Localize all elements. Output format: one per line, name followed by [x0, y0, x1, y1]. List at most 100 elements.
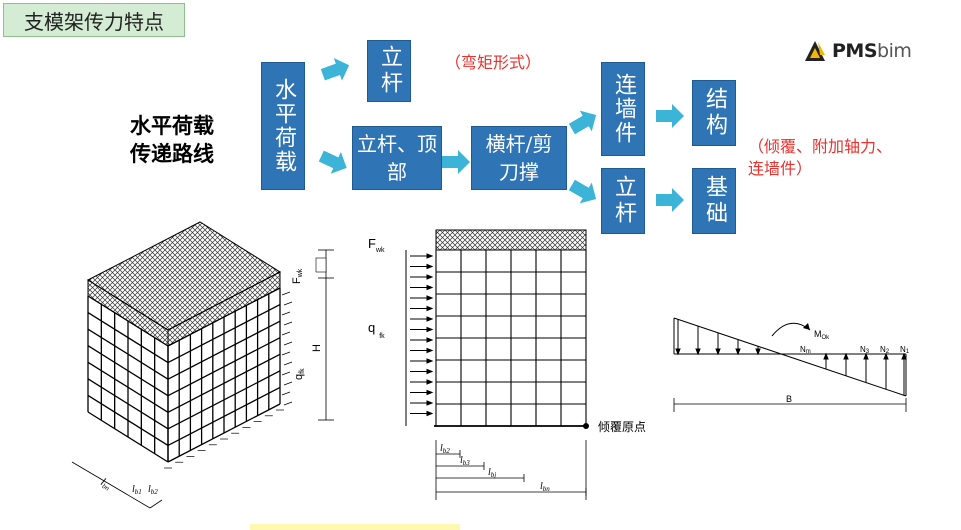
overturn-point-label: 倾覆原点 — [598, 420, 646, 434]
right-down-arrowhead — [715, 348, 721, 356]
left-frame-beam — [87, 312, 169, 364]
right-up-arrowhead — [901, 352, 907, 360]
left-wind-arrow — [281, 391, 291, 396]
note-overturn-line1: （倾覆、附加轴力、 — [748, 137, 893, 156]
box-foundation-text: 基础 — [702, 175, 727, 227]
mid-load-arrowhead — [426, 305, 434, 312]
right-up-arrowhead — [843, 352, 849, 360]
logo-triangle-icon — [805, 41, 825, 61]
mid-load-arrowhead — [426, 358, 434, 364]
left-dim-b1: lb1 — [132, 484, 142, 496]
box-pole-top-text: 立杆 — [377, 45, 402, 97]
bottom-highlight-bar — [250, 524, 460, 530]
box-structure: 结构 — [692, 80, 736, 146]
left-wind-arrow — [283, 401, 293, 406]
left-frame-beam — [87, 378, 169, 430]
right-n-label: Nm — [800, 345, 811, 355]
mid-dim-label: lb3 — [460, 455, 470, 467]
note-overturn-line2: 连墙件） — [748, 159, 813, 178]
overturn-point-dot — [583, 423, 589, 429]
right-down-arrowhead — [695, 348, 701, 356]
right-up-arrowhead — [883, 352, 889, 360]
load-path-label-line2: 传递路线 — [130, 142, 214, 166]
right-n-label: N2 — [880, 345, 890, 355]
left-frame-beam — [167, 337, 281, 397]
left-frame-beam — [167, 303, 281, 364]
mid-dim-label: lbj — [488, 467, 496, 479]
mid-load-arrowhead — [426, 295, 434, 301]
logo-text-light: bim — [877, 40, 912, 62]
box-pole-bottom-text: 立杆 — [611, 175, 636, 227]
mid-load-arrowhead — [426, 284, 434, 291]
left-wind-arrow — [281, 311, 291, 316]
mid-load-arrowhead — [426, 347, 434, 354]
mid-load-arrowhead — [426, 316, 434, 322]
right-n-label: N1 — [900, 345, 910, 355]
left-dim-b2: lb2 — [148, 484, 158, 496]
left-wind-arrow — [281, 371, 291, 376]
moment-label: MOk — [814, 329, 830, 341]
mid-load-arrowhead — [426, 253, 434, 259]
right-n-label: N3 — [860, 345, 870, 355]
left-frame-beam — [167, 287, 281, 347]
left-frame-beam — [87, 411, 169, 463]
mid-force-label: Fwk — [368, 236, 385, 254]
mid-load-arrowhead — [426, 379, 434, 385]
mid-dim-label: lbn — [540, 481, 550, 493]
mid-load-arrowhead — [426, 263, 434, 270]
left-q-label: qfk — [293, 368, 306, 380]
box-wall-tie: 连墙件 — [601, 62, 645, 156]
box-horizontal-load-text: 水平荷载 — [271, 78, 296, 174]
left-wind-arrow — [283, 321, 293, 326]
left-frame-beam — [167, 386, 281, 447]
left-wind-arrow — [283, 381, 293, 386]
load-path-label-line1: 水平荷载 — [130, 114, 214, 138]
page-title: 支模架传力特点 — [3, 3, 185, 37]
mid-load-arrowhead — [426, 368, 434, 375]
left-wind-arrow — [283, 341, 293, 346]
left-force-label: Fwk — [291, 268, 304, 284]
note-moment-form: （弯矩形式） — [445, 53, 542, 72]
mid-dim-label: lb2 — [440, 443, 450, 455]
box-crossbar-brace: 横杆/剪刀撑 — [471, 126, 567, 190]
logo-text-bold: PMS — [832, 40, 878, 62]
box-foundation: 基础 — [692, 168, 736, 234]
left-wind-arrow — [283, 361, 293, 366]
page-title-text: 支模架传力特点 — [24, 9, 164, 34]
mid-q-label: qfk — [368, 320, 385, 340]
left-frame-beam — [87, 328, 169, 380]
right-down-arrowhead — [675, 348, 681, 356]
left-frame-beam — [167, 370, 281, 430]
right-down-arrowhead — [735, 348, 741, 356]
width-label-b: B — [786, 394, 792, 404]
left-frame-beam — [167, 353, 281, 413]
load-path-label: 水平荷载 传递路线 — [112, 112, 232, 168]
right-up-arrowhead — [823, 352, 829, 360]
box-wall-tie-text: 连墙件 — [611, 73, 636, 145]
right-up-arrowhead — [863, 352, 869, 360]
left-wind-arrow — [281, 291, 291, 296]
box-horizontal-load: 水平荷载 — [261, 62, 305, 190]
mid-load-arrowhead — [426, 410, 434, 417]
left-height-label: H — [311, 344, 323, 352]
left-wind-arrow — [281, 351, 291, 356]
left-frame-beam — [87, 295, 169, 347]
box-structure-text: 结构 — [702, 87, 727, 139]
mid-load-arrowhead — [426, 389, 434, 396]
left-wind-arrow — [281, 331, 291, 336]
mid-load-arrowhead — [426, 400, 434, 406]
left-wind-arrow — [283, 301, 293, 306]
right-down-arrowhead — [755, 348, 761, 356]
mid-load-arrowhead — [426, 274, 434, 280]
box-pole-head-text: 立杆、顶部 — [357, 132, 437, 184]
left-frame-beam — [87, 361, 169, 413]
mid-load-arrowhead — [426, 326, 434, 333]
box-pole-bottom: 立杆 — [601, 168, 645, 234]
left-frame-beam — [87, 394, 169, 446]
box-pole-top: 立杆 — [367, 40, 411, 102]
box-pole-head: 立杆、顶部 — [352, 126, 442, 190]
left-frame-beam — [87, 345, 169, 397]
